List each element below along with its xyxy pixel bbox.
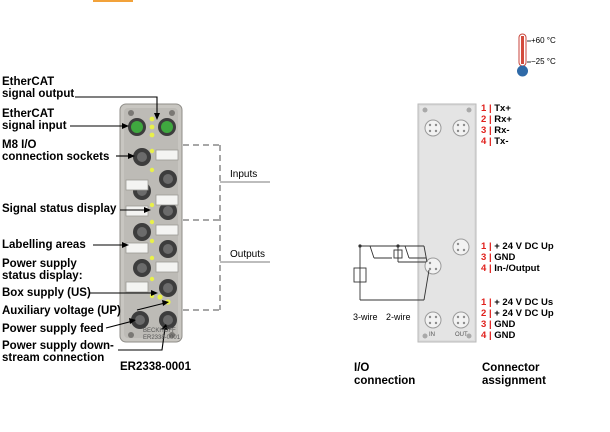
io-connection-caption: I/O connection — [354, 362, 415, 388]
label-line: signal input — [2, 120, 67, 132]
ethercat-output-socket — [158, 118, 176, 136]
inputs-label: Inputs — [230, 169, 258, 180]
pin-row: 3 | GND — [481, 252, 516, 263]
group-brace-ticks — [220, 181, 270, 263]
module-brand-text: BECKHOFF — [143, 328, 176, 334]
label-line: Power supply down- — [2, 340, 114, 352]
three-wire-label: 3-wire — [353, 312, 378, 322]
ethercat-input-label: EtherCAT signal input — [2, 108, 67, 132]
leader-lines — [70, 96, 166, 351]
group-brackets — [183, 144, 221, 311]
label-line: stream connection — [2, 352, 105, 364]
module-outline-right — [417, 103, 477, 343]
label-line: connection sockets — [2, 151, 110, 163]
label-line: Power supply — [2, 258, 77, 270]
led-indicator — [149, 124, 155, 130]
pin-row: 3 | Rx- — [481, 125, 510, 136]
label-line: signal output — [2, 88, 75, 100]
power-downstream-socket — [159, 311, 177, 329]
power-pin-list: 1 | + 24 V DC Us 2 | + 24 V DC Up 3 | GN… — [481, 297, 554, 341]
top-accent-bar — [93, 0, 133, 2]
led-indicator — [149, 116, 155, 122]
module-name: ER2338-0001 — [120, 361, 191, 373]
ps-feed-label: Power supply feed — [2, 323, 104, 335]
caption-line: Connector — [482, 362, 540, 374]
temp-max: +60 °C — [531, 36, 556, 45]
ethercat-output-label: EtherCAT signal output — [2, 76, 74, 100]
label-line: status display: — [2, 270, 83, 282]
pin-row: 1 | + 24 V DC Us — [481, 297, 554, 308]
pin-row: 1 | + 24 V DC Up — [481, 241, 554, 252]
in-text: IN — [429, 332, 435, 338]
signal-status-led — [149, 148, 155, 299]
pin-row: 2 | + 24 V DC Up — [481, 308, 554, 319]
pin-row: 1 | Tx+ — [481, 103, 511, 114]
module-model-text: ER2338-0001 — [143, 335, 181, 341]
arrow-heads — [122, 113, 169, 330]
ps-downstream-label: Power supply down- stream connection — [2, 340, 114, 364]
aux-voltage-label: Auxiliary voltage (UP) — [2, 305, 121, 317]
signal-status-label: Signal status display — [2, 203, 117, 215]
thermometer-icon — [517, 33, 531, 77]
ethercat-pin-list: 1 | Tx+ 2 | Rx+ 3 | Rx- 4 | Tx- — [481, 103, 512, 147]
pin-row: 4 | Tx- — [481, 136, 509, 147]
m8-sockets-label: M8 I/O connection sockets — [2, 139, 109, 163]
label-line: EtherCAT — [2, 108, 55, 120]
labelling-area — [125, 149, 179, 293]
io-pin-list: 1 | + 24 V DC Up 3 | GND 4 | In-/Output — [481, 241, 554, 274]
pin-row: 2 | Rx+ — [481, 114, 512, 125]
label-line: M8 I/O — [2, 139, 37, 151]
caption-line: I/O — [354, 362, 370, 374]
led-indicator — [149, 132, 155, 138]
out-text: OUT — [455, 332, 468, 338]
us-status-led — [157, 294, 163, 300]
outputs-label: Outputs — [230, 249, 266, 260]
pin-row: 4 | In-/Output — [481, 263, 540, 274]
caption-line: assignment — [482, 375, 546, 387]
two-wire-label: 2-wire — [386, 312, 411, 322]
module-er2338 — [119, 103, 183, 343]
power-feed-socket — [131, 311, 149, 329]
labelling-areas-label: Labelling areas — [2, 239, 86, 251]
caption-line: connection — [354, 375, 416, 387]
pin-row: 3 | GND — [481, 319, 516, 330]
temp-min: −25 °C — [531, 57, 556, 66]
wiring-schematic — [353, 245, 430, 301]
ethercat-input-socket — [128, 118, 146, 136]
box-supply-label: Box supply (US) — [2, 287, 91, 299]
ps-status-label: Power supply status display: — [2, 258, 83, 282]
pin-row: 4 | GND — [481, 330, 516, 341]
label-line: EtherCAT — [2, 76, 55, 88]
connector-assignment-caption: Connector assignment — [482, 362, 546, 388]
